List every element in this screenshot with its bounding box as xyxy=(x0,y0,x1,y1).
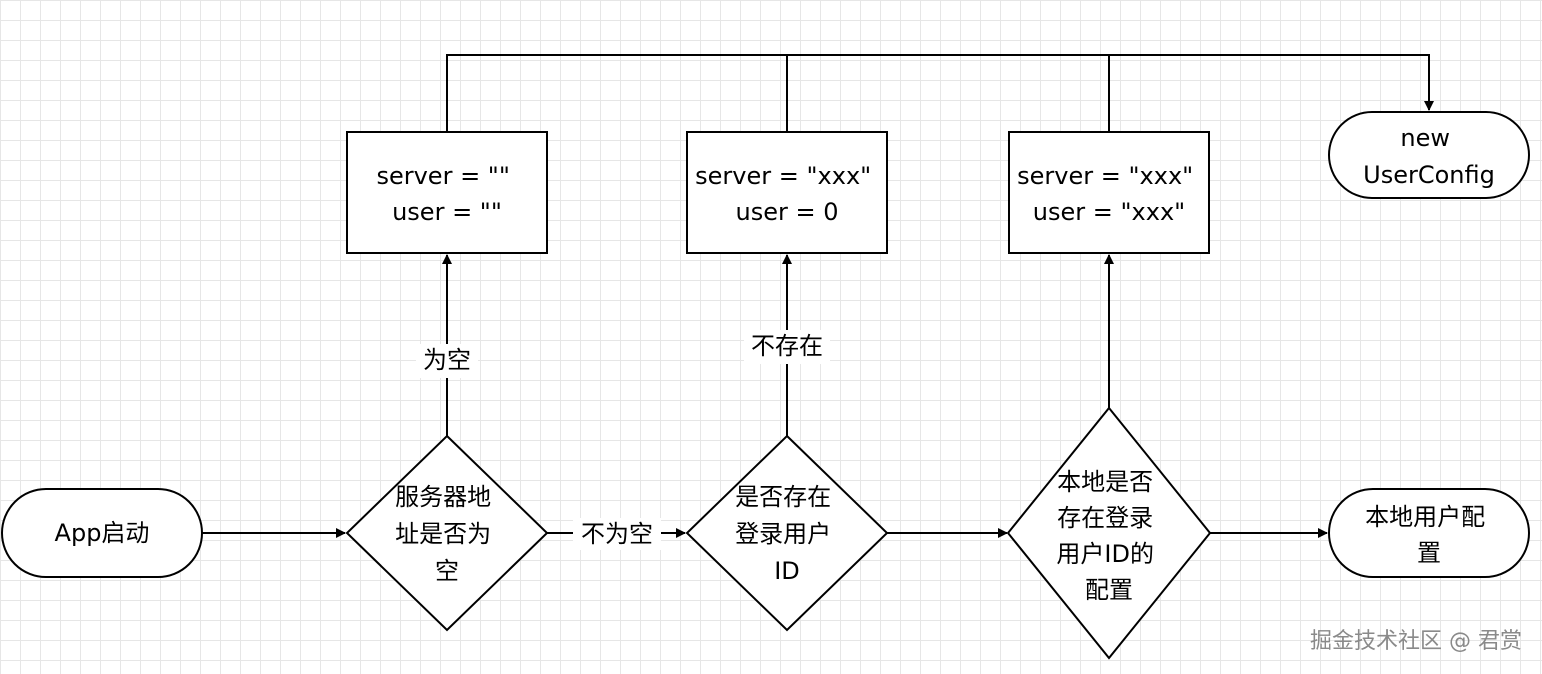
new-userconfig-line-1: new xyxy=(1400,124,1450,152)
box-server-xxx-user-zero: server = "xxx" user = 0 xyxy=(686,131,888,254)
decision-user-exists-line-2: 登录用户 xyxy=(735,520,831,548)
decision-user-exists-line-3: ID xyxy=(774,557,800,585)
local-user-config-node: 本地用户配 置 xyxy=(1328,488,1530,578)
decision-user-exists-line-1: 是否存在 xyxy=(735,483,831,511)
box-empty-line-1: server = "" xyxy=(376,162,509,190)
decision-local-config-line-1: 本地是否 xyxy=(1057,468,1153,496)
box-user-xxx-line-2: user = "xxx" xyxy=(1033,198,1185,226)
box-server-xxx-user-xxx: server = "xxx" user = "xxx" xyxy=(1008,131,1210,254)
svg-text:是否存在 登录用户 ID: 是否存在 登录用户 ID xyxy=(735,483,839,585)
svg-text:本地是否 存在登录 用户ID的: 本地是否 存在登录 用户ID的 配置 xyxy=(1056,468,1161,604)
edge-label-not-empty: 不为空 xyxy=(581,520,653,548)
edge-label-empty: 为空 xyxy=(423,346,471,374)
decision-local-config: 本地是否 存在登录 用户ID的 配置 xyxy=(1006,406,1212,660)
svg-text:服务器地 址是否为 空: 服务器地 址是否为 空 xyxy=(395,483,499,585)
decision-server-empty: 服务器地 址是否为 空 xyxy=(345,434,549,632)
decision-user-exists: 是否存在 登录用户 ID xyxy=(685,434,889,632)
svg-text:server = "xxx" user = "x: server = "xxx" user = "xxx" xyxy=(1017,162,1201,226)
new-userconfig-line-2: UserConfig xyxy=(1363,161,1495,189)
decision-server-empty-line-2: 址是否为 xyxy=(395,520,491,548)
watermark: 掘金技术社区 @ 君赏 xyxy=(1310,629,1522,654)
box-server-empty-user-empty: server = "" user = "" xyxy=(346,131,548,254)
decision-server-empty-line-1: 服务器地 xyxy=(395,483,491,511)
start-label: App启动 xyxy=(55,519,150,547)
edge-label-not-exist: 不存在 xyxy=(751,332,823,360)
box-empty-line-2: user = "" xyxy=(392,198,502,226)
decision-local-config-line-3: 用户ID的 xyxy=(1056,540,1154,568)
edge-bus-to-new-userconfig xyxy=(446,54,1434,131)
svg-text:server = "xxx" user = 0: server = "xxx" user = 0 xyxy=(695,162,879,226)
start-node: App启动 xyxy=(1,488,203,578)
box-user-xxx-line-1: server = "xxx" xyxy=(1017,162,1193,190)
decision-local-config-line-2: 存在登录 xyxy=(1057,504,1153,532)
new-userconfig-node: new UserConfig xyxy=(1328,111,1530,199)
svg-text:server = "" user = "": server = "" user = "" xyxy=(376,162,517,226)
decision-server-empty-line-3: 空 xyxy=(435,557,459,585)
svg-text:new UserConfig: new UserConfig xyxy=(1363,124,1495,189)
decision-local-config-line-4: 配置 xyxy=(1085,576,1133,604)
local-user-config-line-1: 本地用户配 xyxy=(1365,503,1485,531)
box-user-zero-line-2: user = 0 xyxy=(736,198,839,226)
svg-text:本地用户配 置: 本地用户配 置 xyxy=(1365,503,1493,567)
box-user-zero-line-1: server = "xxx" xyxy=(695,162,871,190)
local-user-config-line-2: 置 xyxy=(1417,539,1441,567)
